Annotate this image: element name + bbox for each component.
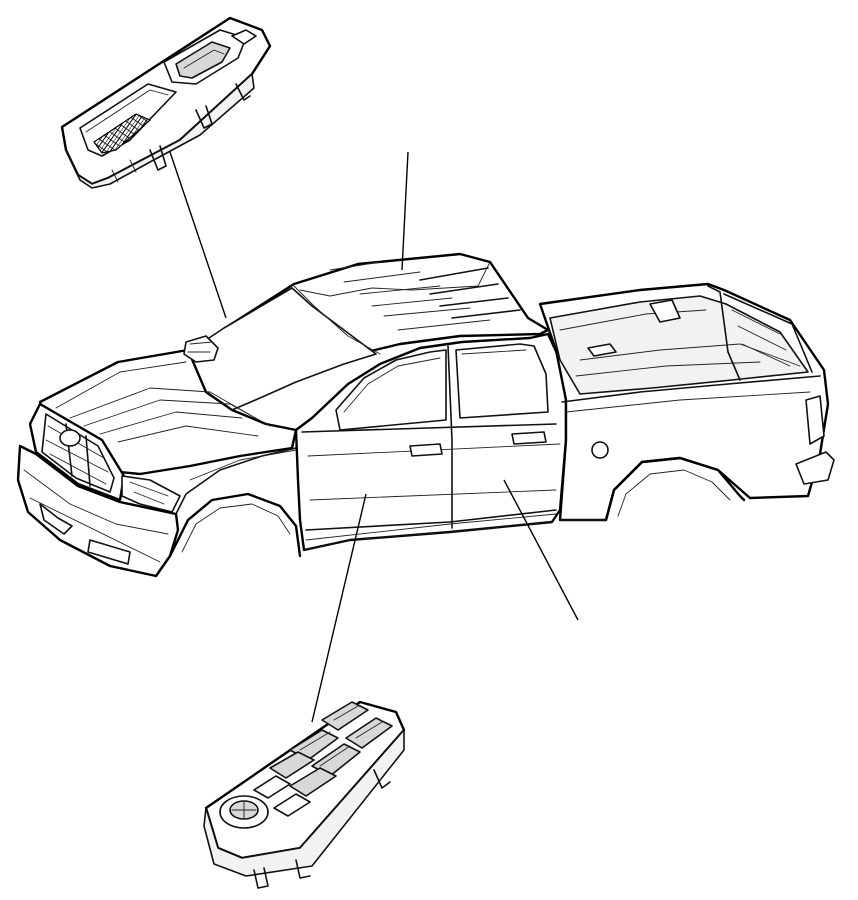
- fuel-door: [591, 441, 609, 459]
- leader-rear-door: [503, 479, 579, 621]
- leader-front-door: [311, 493, 367, 723]
- front-grille: [28, 402, 126, 502]
- window-switch-buttons: [253, 701, 393, 817]
- rear-door-window: [455, 343, 549, 419]
- driver-master-window-switch: [203, 700, 406, 889]
- leader-passenger-switch: [169, 151, 227, 319]
- front-door-handle: [409, 443, 443, 457]
- front-door-window: [335, 349, 447, 431]
- pickup-truck-body: [16, 252, 835, 578]
- passenger-window-switch: [60, 16, 272, 189]
- rear-bumper: [795, 451, 835, 485]
- tail-light: [805, 395, 825, 445]
- rear-door-handle: [511, 431, 547, 445]
- callout-leaders: [169, 151, 579, 723]
- mirror-control-knob: [219, 795, 269, 829]
- grip-mesh: [93, 113, 152, 154]
- leader-roof: [401, 151, 409, 271]
